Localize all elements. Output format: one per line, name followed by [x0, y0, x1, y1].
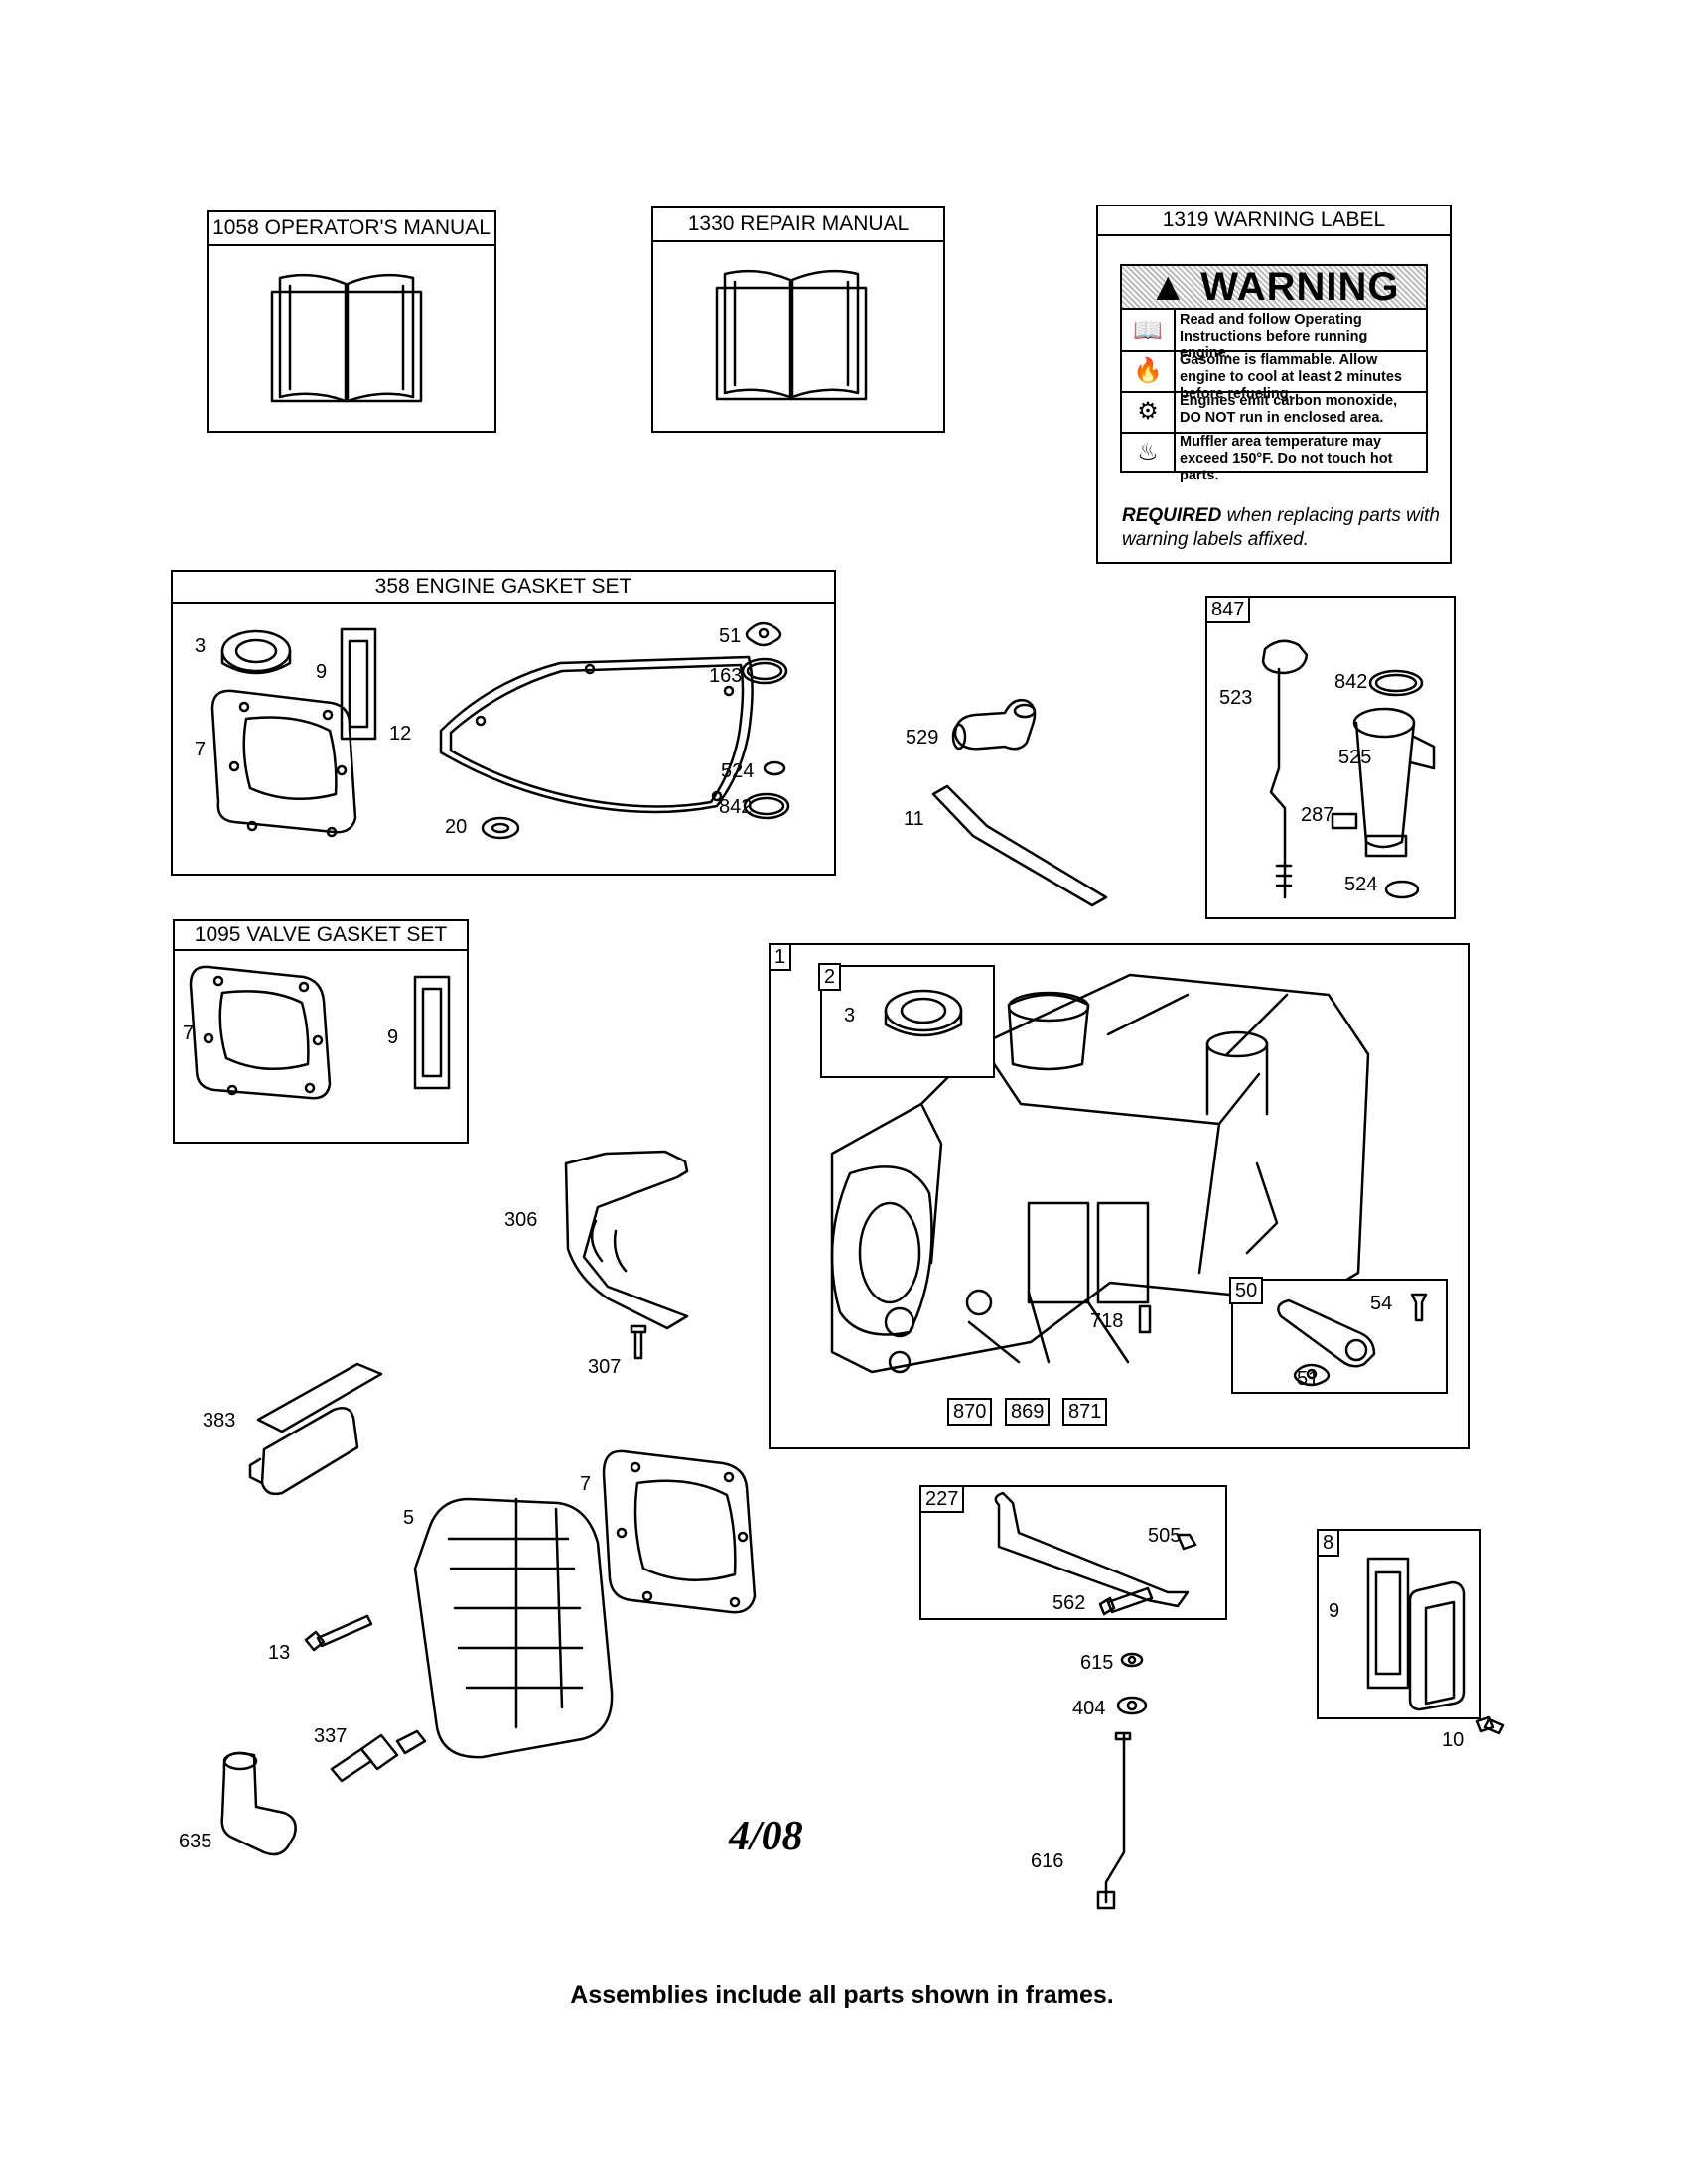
valve-cover-drawing [1366, 1557, 1466, 1711]
part-label: 51 [1297, 1368, 1320, 1390]
part-label: 842 [719, 796, 753, 818]
part-label: 3 [195, 635, 207, 657]
part-label: 383 [203, 1410, 236, 1432]
part-label: 7 [195, 739, 207, 760]
part-label: 163 [709, 665, 743, 687]
breather-arm-drawing [1277, 1293, 1428, 1387]
part-label: 287 [1301, 804, 1334, 826]
valve-gasket-set-title: 1095 VALVE GASKET SET [175, 921, 467, 951]
part-label: 9 [387, 1026, 399, 1048]
part-label: 524 [1344, 874, 1378, 895]
part-label: 523 [1219, 687, 1253, 709]
valve-gasket-drawings [189, 965, 451, 1100]
open-book-icon [715, 269, 868, 401]
cylinder-block-drawing [830, 973, 1370, 1374]
part-label: 562 [1052, 1592, 1086, 1614]
part-label: 337 [314, 1725, 348, 1747]
part-label: 3 [844, 1005, 856, 1026]
part-label: 7 [183, 1023, 195, 1044]
date-stamp: 4/08 [729, 1814, 803, 1859]
dipstick-assembly-frame [1205, 596, 1456, 919]
warning-decal: ▲ WARNING 📖 Read and follow Operating In… [1120, 264, 1428, 483]
assembly-tag: 8 [1317, 1529, 1340, 1557]
governor-link-drawing [994, 1491, 1197, 1616]
part-label: 842 [1334, 671, 1368, 693]
warning-heading: ▲ WARNING [1122, 266, 1426, 310]
operators-manual-frame: 1058 OPERATOR'S MANUAL [207, 210, 496, 433]
part-label: 9 [316, 661, 328, 683]
part-label: 718 [1090, 1310, 1124, 1332]
dipstick-drawing [1261, 639, 1436, 899]
valve-cover-frame [1317, 1529, 1481, 1719]
repair-manual-title: 1330 REPAIR MANUAL [653, 208, 943, 242]
warning-label-title: 1319 WARNING LABEL [1098, 206, 1450, 236]
part-label: 505 [1148, 1525, 1182, 1547]
engine-gasket-drawings [210, 621, 790, 840]
assembly-tag: 847 [1205, 596, 1251, 623]
part-label: 404 [1072, 1698, 1106, 1719]
valve-gasket-set-frame: 1095 VALVE GASKET SET [173, 919, 469, 1144]
warning-row: 📖 Read and follow Operating Instructions… [1122, 310, 1426, 361]
governor-link-frame [919, 1485, 1227, 1620]
part-label: 9 [1329, 1600, 1340, 1622]
part-label: 13 [268, 1642, 291, 1664]
part-label: 54 [1370, 1293, 1393, 1314]
part-label: 615 [1080, 1652, 1114, 1674]
assembly-tag: 227 [919, 1485, 965, 1513]
engine-gasket-set-frame: 358 ENGINE GASKET SET [171, 570, 836, 876]
warning-label-frame: 1319 WARNING LABEL ▲ WARNING 📖 Read and … [1096, 205, 1452, 564]
assembly-tag: 2 [818, 963, 842, 991]
part-label: 7 [580, 1473, 592, 1495]
warning-row: ⚙ Engines emit carbon monoxide, DO NOT r… [1122, 391, 1426, 434]
seal-subassembly-frame [820, 965, 995, 1078]
fumes-icon: ⚙ [1122, 391, 1176, 432]
warning-row: ♨ Muffler area temperature may exceed 15… [1122, 432, 1426, 483]
assembly-tag: 871 [1062, 1398, 1108, 1426]
part-label: 616 [1031, 1850, 1064, 1872]
part-label: 20 [445, 816, 468, 838]
assembly-tag: 50 [1229, 1277, 1264, 1304]
repair-manual-frame: 1330 REPAIR MANUAL [651, 206, 945, 433]
cylinder-assembly-frame [769, 943, 1470, 1449]
part-label: 12 [389, 723, 412, 745]
part-label: 5 [403, 1507, 415, 1529]
seal-drawing [884, 989, 963, 1037]
open-book-icon [270, 273, 423, 403]
part-label: 11 [904, 808, 924, 830]
part-label: 524 [721, 760, 755, 782]
assembly-tag: 869 [1005, 1398, 1051, 1426]
part-label: 525 [1338, 747, 1372, 768]
hand-heat-icon: ♨ [1122, 432, 1176, 473]
flame-icon: 🔥 [1122, 350, 1176, 391]
part-label: 51 [719, 625, 742, 647]
breather-subassembly-frame [1231, 1279, 1448, 1394]
required-note: REQUIRED when replacing parts with warni… [1122, 505, 1440, 550]
part-label: 10 [1442, 1729, 1465, 1751]
part-label: 635 [179, 1831, 212, 1852]
assembly-tag: 1 [769, 943, 792, 971]
assembly-tag: 870 [947, 1398, 993, 1426]
part-label: 529 [906, 727, 939, 749]
part-label: 307 [588, 1356, 622, 1378]
warning-row: 🔥 Gasoline is flammable. Allow engine to… [1122, 350, 1426, 402]
engine-gasket-set-title: 358 ENGINE GASKET SET [173, 572, 834, 604]
part-label: 306 [504, 1209, 538, 1231]
footer-note: Assemblies include all parts shown in fr… [570, 1981, 1114, 2009]
operators-manual-title: 1058 OPERATOR'S MANUAL [209, 212, 494, 246]
book-icon: 📖 [1122, 310, 1176, 350]
